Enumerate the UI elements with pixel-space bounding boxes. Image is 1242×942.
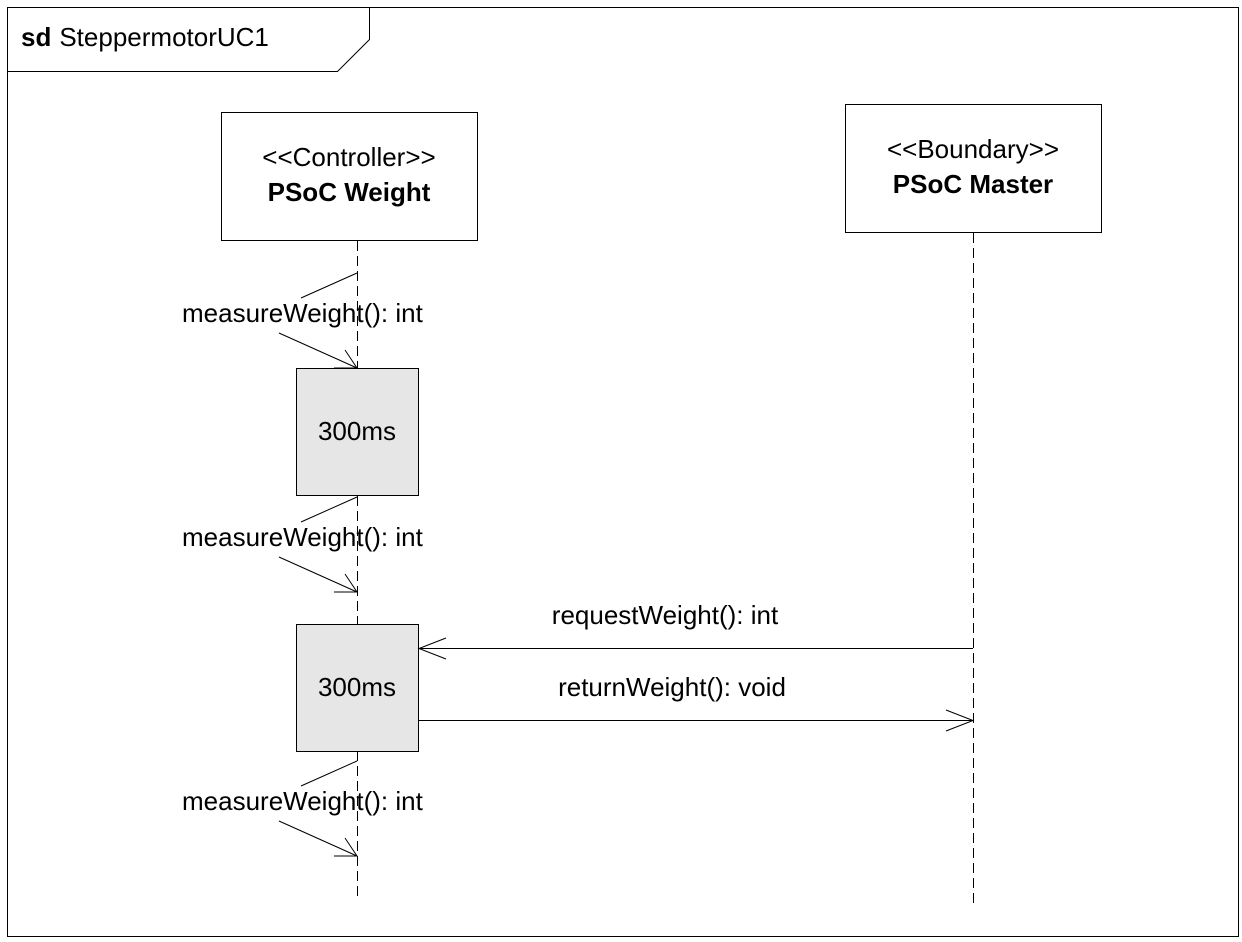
message-label: requestWeight(): int	[552, 600, 779, 630]
message-line-in	[278, 820, 358, 857]
delay-label: 300ms	[318, 672, 396, 702]
frame-keyword: sd	[21, 22, 51, 52]
lifeline-stereotype: <<Controller>>	[262, 142, 435, 172]
lifeline-head[interactable]	[221, 112, 478, 241]
lifeline-psoc-master: <<Boundary>> PSoC Master	[845, 104, 1102, 905]
delay-label: 300ms	[318, 416, 396, 446]
frame-name: SteppermotorUC1	[59, 22, 269, 52]
message-line-in	[278, 556, 358, 593]
message-line-in	[278, 332, 358, 369]
message-label: measureWeight(): int	[182, 786, 424, 816]
diagram-frame	[7, 7, 1239, 937]
message-line-out	[300, 496, 358, 523]
lifeline-head[interactable]	[845, 104, 1102, 233]
message-return-weight: returnWeight(): void	[419, 672, 975, 732]
lifeline-name: PSoC Weight	[268, 177, 431, 207]
delay-box: 300ms	[296, 368, 419, 496]
message-label: measureWeight(): int	[182, 298, 424, 328]
arrowhead-icon	[334, 837, 358, 857]
message-label: measureWeight(): int	[182, 522, 424, 552]
lifeline-stereotype: <<Boundary>>	[887, 134, 1059, 164]
delay-box: 300ms	[296, 624, 419, 752]
message-label: returnWeight(): void	[558, 672, 786, 702]
arrowhead-icon	[417, 637, 447, 660]
frame-title: sd SteppermotorUC1	[21, 22, 269, 52]
arrowhead-icon	[334, 573, 358, 593]
delay-rect[interactable]	[296, 624, 419, 752]
lifeline-name: PSoC Master	[893, 169, 1053, 199]
self-message: measureWeight(): int	[182, 496, 424, 593]
message-line-out	[300, 272, 358, 299]
frame-name-tab	[7, 7, 370, 72]
delay-rect[interactable]	[296, 368, 419, 496]
message-request-weight: requestWeight(): int	[417, 600, 973, 660]
self-message: measureWeight(): int	[182, 272, 424, 369]
lifeline-psoc-weight: <<Controller>> PSoC Weight	[221, 112, 478, 897]
message-line-out	[300, 760, 358, 787]
self-message: measureWeight(): int	[182, 760, 424, 857]
arrowhead-icon	[945, 709, 975, 732]
